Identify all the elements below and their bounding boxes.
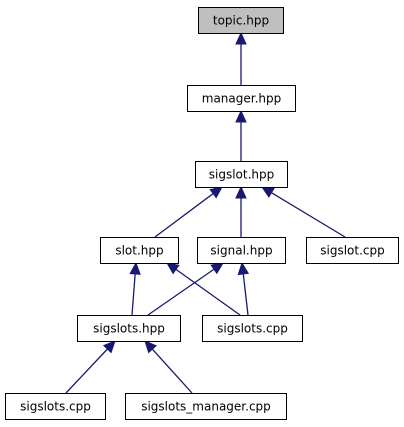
node-label: signal.hpp — [210, 244, 272, 258]
node-label: sigslot.hpp — [209, 168, 275, 182]
nodes-layer: topic.hpp manager.hpp sigslot.hpp slot.hpp s… — [5, 7, 399, 420]
arrowhead-sigslots_manager_cpp-to-sigslots_hpp — [144, 340, 157, 354]
node-box[interactable] — [5, 393, 106, 420]
node-box[interactable] — [306, 237, 399, 264]
node-label: topic.hpp — [213, 14, 269, 28]
node-label: manager.hpp — [202, 92, 282, 106]
arrowhead-sigslots_cpp_2-to-sigslots_hpp — [102, 340, 116, 354]
arrowhead-manager_hpp-to-topic_hpp — [235, 31, 247, 45]
arrowhead-sigslots_cpp-to-signal_hpp — [237, 261, 250, 276]
edge-sigslots_cpp-to-slot_hpp — [175, 268, 241, 316]
edges-layer — [65, 31, 346, 394]
node-label: sigslot.cpp — [320, 244, 384, 258]
node-label: sigslots_manager.cpp — [141, 400, 271, 414]
edge-slot_hpp-to-sigslot_hpp — [154, 193, 214, 238]
edge-sigslots_hpp-to-slot_hpp — [131, 273, 136, 316]
edge-sigslots_manager_cpp-to-sigslots_hpp — [151, 348, 193, 394]
node-sigslots-hpp[interactable]: sigslots.hpp — [77, 315, 181, 342]
arrowhead-sigslots_hpp-to-signal_hpp — [210, 262, 224, 275]
node-sigslots-cpp[interactable]: sigslots.cpp — [202, 315, 303, 342]
node-box[interactable] — [202, 315, 303, 342]
arrowhead-signal_hpp-to-sigslot_hpp — [235, 185, 247, 199]
edge-sigslots_cpp_2-to-sigslots_hpp — [65, 348, 108, 394]
node-box[interactable] — [187, 85, 296, 112]
arrowhead-slot_hpp-to-sigslot_hpp — [209, 186, 223, 199]
arrowhead-sigslots_cpp-to-slot_hpp — [166, 262, 180, 275]
node-topic-hpp[interactable]: topic.hpp — [198, 7, 284, 34]
node-manager-hpp[interactable]: manager.hpp — [187, 85, 296, 112]
node-label: sigslots.hpp — [93, 322, 165, 336]
edge-sigslots_hpp-to-signal_hpp — [147, 268, 215, 316]
node-box[interactable] — [100, 237, 179, 264]
node-box[interactable] — [198, 7, 284, 34]
node-signal-hpp[interactable]: signal.hpp — [197, 237, 286, 264]
node-sigslot-cpp[interactable]: sigslot.cpp — [306, 237, 399, 264]
arrowhead-sigslot_hpp-to-manager_hpp — [235, 109, 247, 123]
node-sigslot-hpp[interactable]: sigslot.hpp — [195, 161, 288, 188]
arrowhead-sigslot_cpp-to-sigslot_hpp — [260, 186, 275, 198]
node-sigslots-manager-cpp[interactable]: sigslots_manager.cpp — [125, 393, 287, 420]
node-box[interactable] — [197, 237, 286, 264]
node-slot-hpp[interactable]: slot.hpp — [100, 237, 179, 264]
node-sigslots-cpp-2[interactable]: sigslots.cpp — [5, 393, 106, 420]
node-label: sigslots.cpp — [20, 400, 91, 414]
edge-sigslots_cpp-to-signal_hpp — [242, 273, 249, 316]
node-box[interactable] — [125, 393, 287, 420]
node-box[interactable] — [77, 315, 181, 342]
node-label: sigslots.cpp — [217, 322, 288, 336]
node-box[interactable] — [195, 161, 288, 188]
edge-sigslot_cpp-to-sigslot_hpp — [271, 192, 346, 238]
node-label: slot.hpp — [115, 244, 163, 258]
arrowhead-sigslots_hpp-to-slot_hpp — [129, 261, 141, 275]
